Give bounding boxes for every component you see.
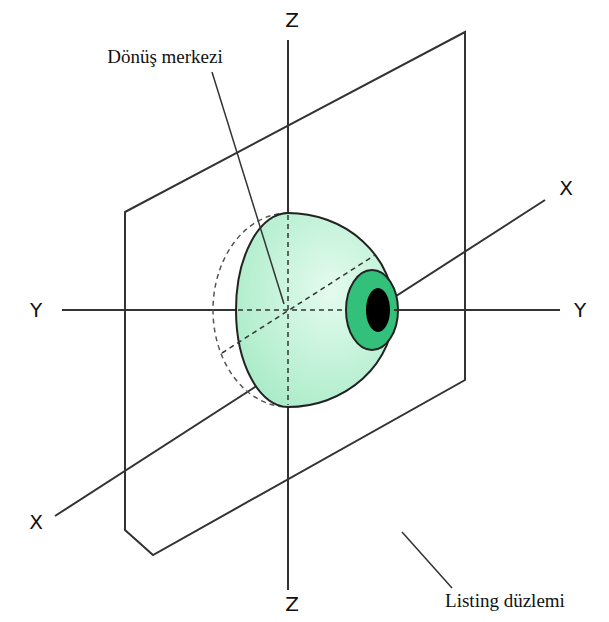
y-axis-front — [394, 309, 560, 311]
axis-letter: Y — [574, 300, 586, 320]
axis-letter: X — [559, 178, 573, 198]
axis-letter: Z — [285, 10, 299, 30]
leader-line — [212, 72, 284, 304]
leader-line — [402, 532, 452, 588]
eyeball — [236, 213, 394, 407]
callout-label: Listing düzlemi — [445, 591, 565, 610]
callout-label: Dönüş merkezi — [107, 47, 223, 66]
pupil — [366, 288, 390, 332]
y-axis — [62, 309, 560, 311]
z-axis — [287, 40, 289, 590]
iris — [346, 270, 398, 350]
axis-letter: Y — [30, 300, 42, 320]
y-axis-hidden — [238, 309, 345, 311]
x-axis — [55, 200, 545, 516]
axis-letter: Z — [285, 594, 299, 614]
axis-letter: X — [29, 512, 43, 532]
listing-plane — [125, 32, 465, 555]
